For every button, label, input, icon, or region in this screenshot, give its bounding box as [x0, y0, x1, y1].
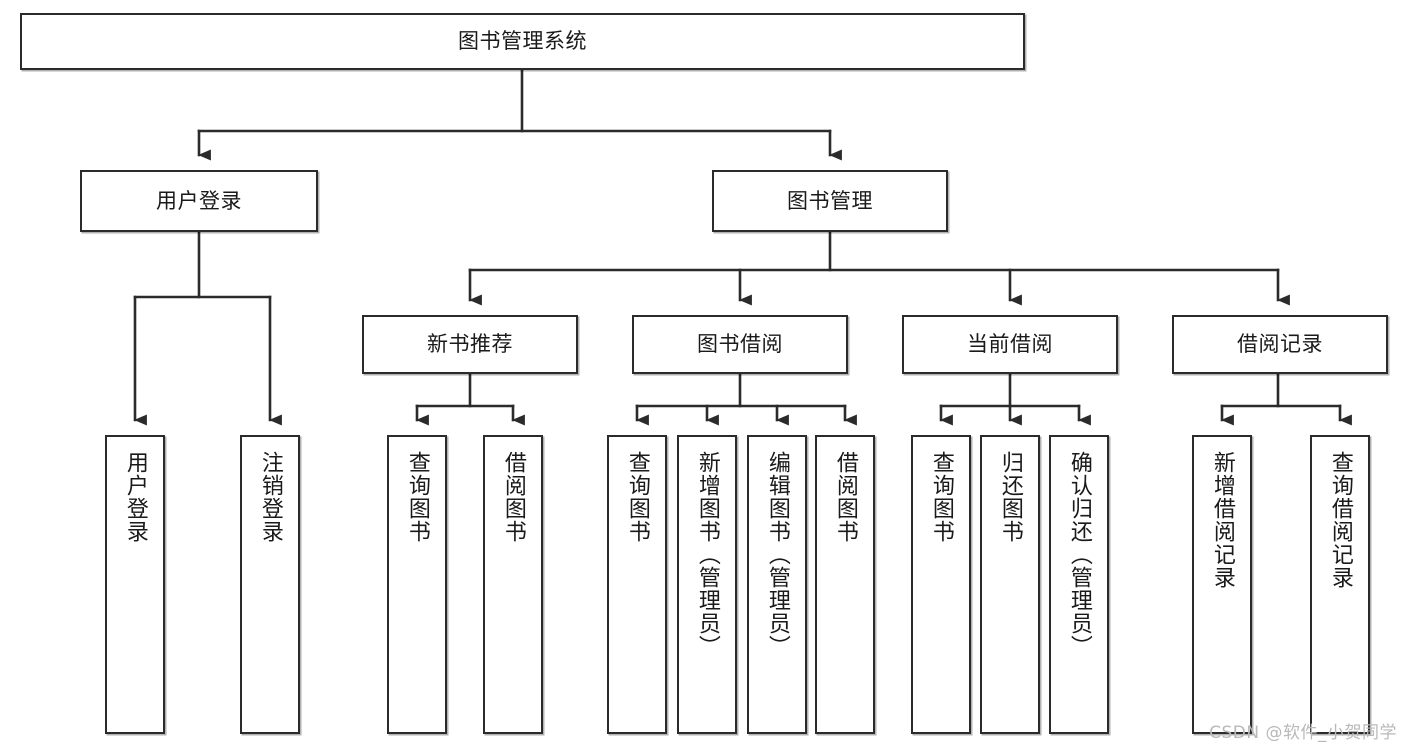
node-book-borrow[interactable]: 图书借阅 [632, 315, 848, 374]
node-leaf-add-book-admin[interactable]: 新增图书（管理员） [677, 435, 737, 734]
node-label: 查询图书 [624, 451, 650, 543]
node-leaf-return-book[interactable]: 归还图书 [980, 435, 1040, 734]
node-book-management[interactable]: 图书管理 [712, 170, 948, 232]
node-leaf-edit-book-admin[interactable]: 编辑图书（管理员） [747, 435, 807, 734]
node-current-borrow[interactable]: 当前借阅 [902, 315, 1118, 374]
node-new-book-recommendation[interactable]: 新书推荐 [362, 315, 578, 374]
node-label: 注销登录 [257, 451, 283, 543]
node-label: 归还图书 [997, 451, 1023, 543]
watermark-text: CSDN @软件_小贺同学 [1209, 723, 1397, 743]
node-leaf-confirm-return-admin[interactable]: 确认归还（管理员） [1049, 435, 1109, 734]
node-leaf-add-borrow-record[interactable]: 新增借阅记录 [1192, 435, 1252, 734]
node-label: 用户登录 [156, 188, 242, 213]
node-label: 图书借阅 [697, 332, 783, 357]
node-label: 查询图书 [404, 451, 430, 543]
node-root-book-management-system[interactable]: 图书管理系统 [20, 13, 1025, 70]
node-label: 图书管理系统 [458, 29, 587, 54]
node-leaf-query-borrow-record[interactable]: 查询借阅记录 [1310, 435, 1370, 734]
node-leaf-borrow-book[interactable]: 借阅图书 [815, 435, 875, 734]
node-leaf-logout[interactable]: 注销登录 [240, 435, 300, 734]
node-label: 用户登录 [122, 451, 148, 543]
node-borrow-record[interactable]: 借阅记录 [1172, 315, 1388, 374]
node-user-login[interactable]: 用户登录 [80, 170, 318, 232]
node-label: 借阅记录 [1237, 332, 1323, 357]
node-label: 新增借阅记录 [1209, 451, 1235, 589]
node-label: 新书推荐 [427, 332, 513, 357]
node-label: 当前借阅 [967, 332, 1053, 357]
node-leaf-query-book-current[interactable]: 查询图书 [911, 435, 971, 734]
node-label: 图书管理 [787, 188, 873, 213]
node-leaf-user-login[interactable]: 用户登录 [105, 435, 165, 734]
node-label: 查询借阅记录 [1327, 451, 1353, 589]
node-leaf-query-book-borrow[interactable]: 查询图书 [607, 435, 667, 734]
node-leaf-borrow-book-recommend[interactable]: 借阅图书 [483, 435, 543, 734]
node-label: 查询图书 [928, 451, 954, 543]
node-label: 借阅图书 [832, 451, 858, 543]
node-label: 借阅图书 [500, 451, 526, 543]
node-leaf-query-book-recommend[interactable]: 查询图书 [387, 435, 447, 734]
node-label: 确认归还（管理员） [1066, 451, 1092, 658]
node-label: 编辑图书（管理员） [764, 451, 790, 658]
node-label: 新增图书（管理员） [694, 451, 720, 658]
